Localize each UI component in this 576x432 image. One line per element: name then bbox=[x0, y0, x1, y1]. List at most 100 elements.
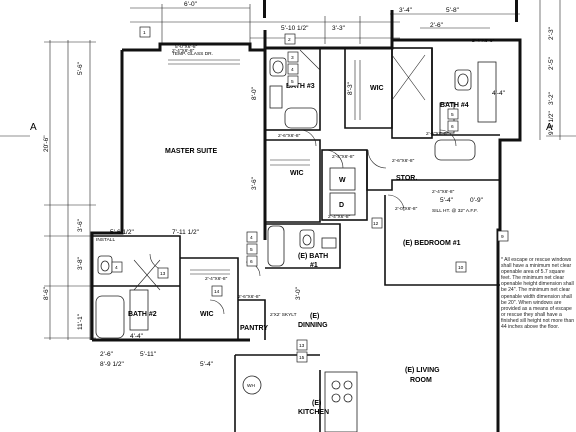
kitchen-label-b: KITCHEN bbox=[298, 409, 329, 416]
tag-4b: 4 bbox=[250, 235, 253, 241]
wic-label-lower: WIC bbox=[200, 311, 214, 318]
dim-int-1: 8'-0" bbox=[251, 86, 258, 100]
tag-13: 13 bbox=[160, 271, 166, 277]
dim-right-5: 3'-2" bbox=[548, 91, 555, 105]
water-heater-label: WH bbox=[247, 383, 256, 389]
bath1-fixtures bbox=[267, 225, 337, 267]
living-label-b: ROOM bbox=[410, 377, 432, 384]
dim-int-3: 3'-0" bbox=[295, 286, 302, 300]
dim-right-4: 2'-5" bbox=[548, 56, 555, 70]
stor-label: STOR. bbox=[396, 175, 417, 182]
bath1-label-b: #1 bbox=[310, 262, 318, 269]
washer-box bbox=[329, 167, 356, 191]
left-dimension-lines bbox=[0, 40, 96, 340]
dim-mid-1: 7'-11 1/2" bbox=[172, 229, 200, 236]
bath4-label: BATH #4 bbox=[440, 102, 469, 109]
bath3-label: BATH #3 bbox=[286, 83, 315, 90]
door-label-9: 2'-4"X6'-8" bbox=[205, 276, 228, 282]
dryer-label: D bbox=[339, 202, 344, 209]
dim-bot-3: 2'-6" bbox=[100, 351, 114, 358]
bath2-label: BATH #2 bbox=[128, 311, 157, 318]
tag-5: 5 bbox=[291, 79, 294, 85]
door-label-11: 2'-0"X6'-8" bbox=[395, 206, 418, 212]
bath3-fixtures bbox=[269, 49, 321, 129]
dim-top-6: 2'-6" bbox=[430, 22, 444, 29]
tag-2: 2 bbox=[288, 37, 291, 43]
tag-6b: 6 bbox=[250, 259, 253, 265]
tag-3: 3 bbox=[291, 55, 294, 61]
door-label-5: 2'-4"X6'-8" bbox=[432, 189, 455, 195]
dim-bath2-1: 4'-4" bbox=[130, 333, 144, 340]
dim-bed-1: 5'-4" bbox=[440, 197, 454, 204]
dim-top-2: 5'-10 1/2" bbox=[281, 25, 309, 32]
tag-9: 9 bbox=[501, 234, 504, 240]
tag-13b: 13 bbox=[299, 343, 305, 349]
living-label-a: (E) LIVING bbox=[405, 367, 440, 374]
master-suite-label: MASTER SUITE bbox=[165, 148, 217, 155]
tag-4: 4 bbox=[291, 67, 294, 73]
dim-left-5: 11'-1" bbox=[77, 313, 84, 330]
dim-bot-4: 5'-4" bbox=[200, 361, 214, 368]
dim-top-3: 3'-3" bbox=[332, 25, 346, 32]
section-mark-left: A bbox=[30, 122, 37, 133]
sill-height-label: SILL HT. @ 32" A.F.F. bbox=[432, 208, 478, 214]
dim-top-1: 6'-0" bbox=[184, 1, 198, 8]
tag-5b: 5 bbox=[451, 112, 454, 118]
tag-5c: 5 bbox=[250, 247, 253, 253]
door-label-8: 2'-6"X6'-8" bbox=[238, 294, 261, 300]
dim-right-2: 9'-1 1/2" bbox=[548, 111, 555, 135]
dim-right-1: 4'-4" bbox=[492, 90, 506, 97]
interior-walls bbox=[92, 47, 500, 432]
wic-label-center: WIC bbox=[290, 170, 304, 177]
dim-top-4: 3'-4" bbox=[399, 7, 413, 14]
washer-label: W bbox=[339, 177, 346, 184]
bath2-fixtures bbox=[95, 255, 161, 339]
dim-int-4: 3'-6" bbox=[251, 176, 258, 190]
dim-top-5: 5'-8" bbox=[446, 7, 460, 14]
dim-int-2: 8'-3" bbox=[347, 81, 354, 95]
closet-rods bbox=[190, 60, 361, 275]
tag-4c: 4 bbox=[115, 265, 118, 271]
door-label-4: 2'-6"X6'-8" bbox=[426, 131, 449, 137]
kitchen-appliances bbox=[242, 371, 358, 432]
dim-right-3: 2'-3" bbox=[548, 26, 555, 40]
door-label-1: 2'-6"X6'-8" bbox=[278, 133, 301, 139]
install-tag: INSTALL bbox=[96, 237, 115, 243]
tag-14: 14 bbox=[214, 289, 220, 295]
door-label-3: 2'-6"X6'-8" bbox=[392, 158, 415, 164]
door-label-7: 2'-4"X6'-8" bbox=[172, 48, 195, 54]
dining-label-b: DINNING bbox=[298, 322, 328, 329]
escape-window-note: * All escape or rescue windows shall hav… bbox=[501, 257, 575, 331]
top-dimension-lines bbox=[130, 0, 561, 140]
pantry-label: PANTRY bbox=[240, 325, 268, 332]
door-label-6: 2'-4"X6'-8" bbox=[472, 38, 495, 44]
tag-15: 15 bbox=[299, 355, 305, 361]
tag-6: 6 bbox=[451, 124, 454, 130]
dim-left-4: 3'-6" bbox=[77, 218, 84, 232]
dim-left-6: 5'-6" bbox=[77, 61, 84, 75]
dim-left-2: 3'-8" bbox=[77, 256, 84, 270]
dining-label-a: (E) bbox=[310, 313, 319, 320]
dim-bot-1: 5'-11" bbox=[140, 351, 157, 358]
door-label-2: 2'-4"X6'-8" bbox=[332, 154, 355, 160]
kitchen-label-a: (E) bbox=[312, 400, 321, 407]
door-label-10: 2'-4"X6'-8" bbox=[328, 214, 351, 220]
dim-bed-2: 0'-9" bbox=[470, 197, 484, 204]
temp-glass-door-label: TEMP. GLASS DR. bbox=[172, 51, 213, 57]
bath1-label-a: (E) BATH bbox=[298, 253, 328, 260]
tag-12: 12 bbox=[373, 221, 379, 227]
dim-left-3: 8'-6" bbox=[43, 286, 50, 300]
tag-10: 10 bbox=[458, 265, 464, 271]
tag-1: 1 bbox=[143, 30, 146, 36]
dim-left-1: 20'-6" bbox=[43, 135, 50, 152]
wic-label-upper: WIC bbox=[370, 85, 384, 92]
dim-mid-2: 5'-6 1/2" bbox=[110, 229, 134, 236]
dryer-box bbox=[329, 192, 356, 216]
bedroom1-label: (E) BEDROOM #1 bbox=[403, 240, 461, 247]
section-mark-right: A bbox=[546, 122, 553, 133]
temp-glass-door-size: 5'-0"X6'-8" bbox=[175, 44, 198, 50]
dim-bot-2: 8'-9 1/2" bbox=[100, 361, 124, 368]
skylight-label: 2'X2' SKYLT bbox=[270, 312, 297, 318]
keynote-tags bbox=[111, 26, 509, 363]
